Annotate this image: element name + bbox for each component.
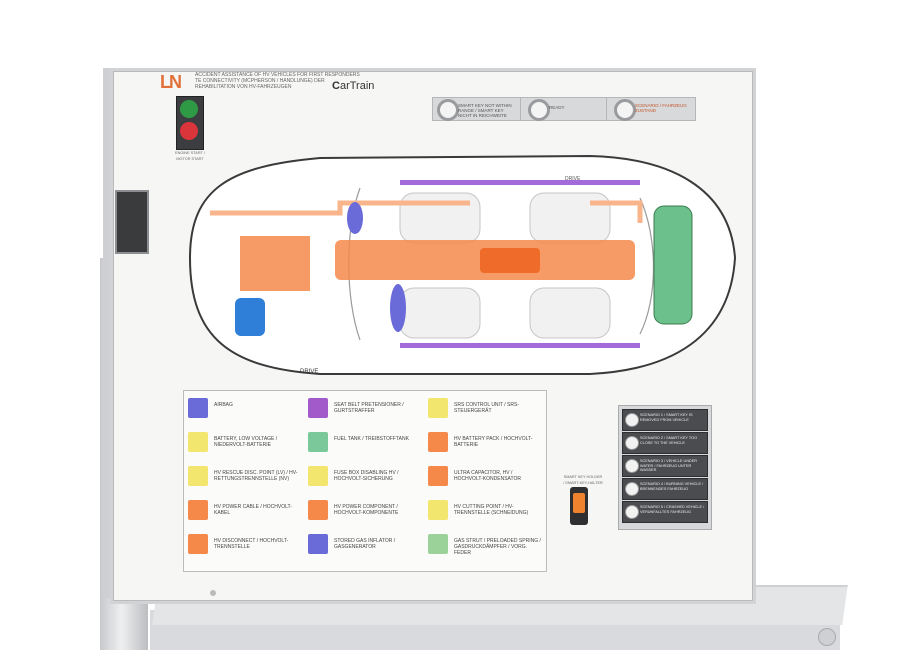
scenario-button[interactable]: SCENARIO 2 / SMART KEY TOO CLOSE TO THE … xyxy=(622,432,708,454)
low-voltage-battery xyxy=(235,298,265,336)
drive-label-top: DRIVE xyxy=(565,176,581,182)
airbag-curtain-bottom xyxy=(400,343,640,348)
hv-disconnect-handle xyxy=(480,248,540,273)
header-text: ACCIDENT ASSISTANCE OF HV VEHICLES FOR F… xyxy=(195,72,365,90)
smart-key-holder-label: SMART KEY HOLDER / SMART-KEY-HALTER xyxy=(563,475,603,485)
legend-icon xyxy=(188,432,208,452)
rear-window-outline xyxy=(639,197,655,335)
scenario-label: SCENARIO 2 / SMART KEY TOO CLOSE TO THE … xyxy=(640,436,698,445)
scenario-label: SCENARIO 4 / BURNING VEHICLE / BRENNENDE… xyxy=(640,482,704,491)
header-line-2: TE CONNECTIVITY (MCPHERSON / HANDLUNGE) … xyxy=(195,78,325,90)
scenario-button[interactable]: SCENARIO 5 / CRASHED VEHICLE / VERUNFALL… xyxy=(622,501,708,523)
indicator-lamp-2 xyxy=(528,99,550,121)
legend-icon xyxy=(428,432,448,452)
seat-front-right xyxy=(399,287,481,339)
brand-prefix: C xyxy=(332,80,340,92)
cartrain-brand: CarTrain xyxy=(332,80,374,92)
hv-cable-rear xyxy=(590,200,643,223)
seat-rear-right xyxy=(529,287,611,339)
legend-label: ULTRA CAPACITOR, HV / HOCHVOLT-KONDENSAT… xyxy=(454,470,521,482)
legend-icon xyxy=(308,432,328,452)
drive-label-bottom: DRIVE xyxy=(300,369,318,375)
stand-knob[interactable] xyxy=(818,628,836,646)
indicator-label-3: SCENARIO / FAHRZEUG ZUSTAND xyxy=(635,103,687,113)
legend-icon xyxy=(428,500,448,520)
legend-panel xyxy=(183,390,547,572)
legend-icon xyxy=(308,500,328,520)
legend-icon xyxy=(188,534,208,554)
start-button-green[interactable] xyxy=(180,100,198,118)
legend-icon xyxy=(188,398,208,418)
legend-label: HV BATTERY PACK / HOCHVOLT-BATTERIE xyxy=(454,436,533,448)
legend-icon xyxy=(308,466,328,486)
legend-label: SRS CONTROL UNIT / SRS-STEUERGERÄT xyxy=(454,402,520,414)
legend-label: AIRBAG xyxy=(214,402,233,408)
brand-name: arTrain xyxy=(339,80,375,92)
side-mount-bracket xyxy=(115,190,149,254)
hv-cable-top xyxy=(210,200,470,216)
legend-icon xyxy=(428,398,448,418)
scenario-button[interactable]: SCENARIO 1 / SMART KEY IS REMOVED FROM V… xyxy=(622,409,708,431)
legend-icon xyxy=(308,398,328,418)
board-side-edge xyxy=(103,68,113,598)
airbag-curtain-top xyxy=(400,180,640,185)
vehicle-diagram: DRIVE DRIVE xyxy=(188,154,737,375)
legend-label: HV POWER CABLE / HOCHVOLT-KABEL xyxy=(214,504,292,516)
hv-power-component-front xyxy=(240,236,310,291)
scenario-lamp xyxy=(625,436,639,450)
legend-label: BATTERY, LOW VOLTAGE / NIEDERVOLT-BATTER… xyxy=(214,436,278,448)
legend-label: STORED GAS INFLATOR / GASGENERATOR xyxy=(334,538,396,550)
legend-label: FUEL TANK / TREIBSTOFFTANK xyxy=(334,436,409,442)
legend-label: SEAT BELT PRETENSIONER / GURTSTRAFFER xyxy=(334,402,404,414)
airbag-steering xyxy=(347,202,363,234)
indicator-label-2: READY xyxy=(549,105,565,110)
legend-label: HV POWER COMPONENT / HOCHVOLT-KOMPONENTE xyxy=(334,504,399,516)
indicator-lamp-1 xyxy=(437,99,459,121)
airbag-passenger xyxy=(390,284,406,332)
fuel-tank xyxy=(653,205,693,325)
scenario-button[interactable]: SCENARIO 4 / BURNING VEHICLE / BRENNENDE… xyxy=(622,478,708,500)
legend-label: FUSE BOX DISABLING HV / HOCHVOLT-SICHERU… xyxy=(334,470,399,482)
mount-screw xyxy=(210,590,216,596)
key-switch-label: ENGINE START / MOTOR START xyxy=(175,151,205,161)
header-line-1: ACCIDENT ASSISTANCE OF HV VEHICLES FOR F… xyxy=(195,72,360,78)
scenario-lamp xyxy=(625,413,639,427)
legend-icon xyxy=(188,500,208,520)
indicator-label-1: SMART KEY NOT WITHIN RANGE / SMART KEY N… xyxy=(458,103,512,118)
scenario-lamp xyxy=(625,482,639,496)
legend-label: HV RESCUE DISC. POINT (LV) / HV-RETTUNGS… xyxy=(214,470,298,482)
legend-icon xyxy=(428,466,448,486)
legend-icon xyxy=(308,534,328,554)
scenario-label: SCENARIO 3 / VEHICLE UNDER WATER / FAHRZ… xyxy=(640,459,697,472)
brand-logo: LN xyxy=(160,72,182,92)
legend-label: HV CUTTING POINT / HV-TRENNSTELLE (SCHNE… xyxy=(454,504,529,516)
scenario-lamp xyxy=(625,459,639,473)
scenario-label: SCENARIO 1 / SMART KEY IS REMOVED FROM V… xyxy=(640,413,693,422)
legend-icon xyxy=(428,534,448,554)
smart-key-button[interactable] xyxy=(573,493,585,513)
scenario-button[interactable]: SCENARIO 3 / VEHICLE UNDER WATER / FAHRZ… xyxy=(622,455,708,477)
legend-label: GAS STRUT / PRELOADED SPRING / GASDRUCKD… xyxy=(454,538,541,556)
scenario-label: SCENARIO 5 / CRASHED VEHICLE / VERUNFALL… xyxy=(640,505,705,514)
legend-label: HV DISCONNECT / HOCHVOLT-TRENNSTELLE xyxy=(214,538,289,550)
scenario-lamp xyxy=(625,505,639,519)
indicator-lamp-3 xyxy=(614,99,636,121)
stop-button-red[interactable] xyxy=(180,122,198,140)
legend-icon xyxy=(188,466,208,486)
